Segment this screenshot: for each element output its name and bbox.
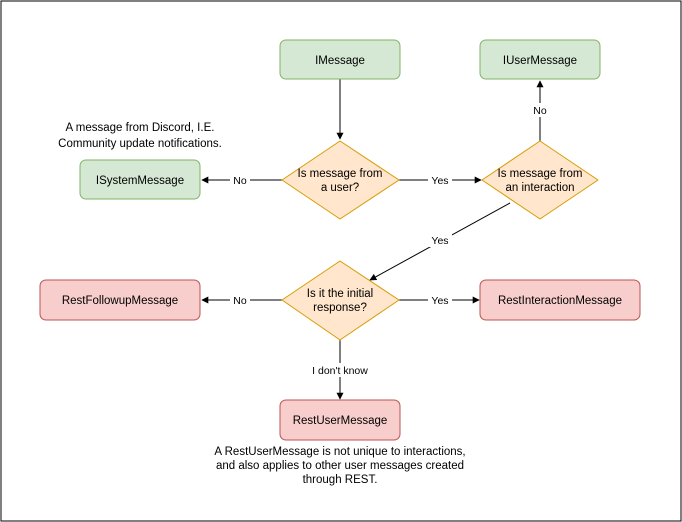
edge-label-initial-no: No xyxy=(233,295,247,307)
decision-from-user-line2: a user? xyxy=(321,182,359,194)
node-restfollowupmessage[interactable]: RestFollowupMessage xyxy=(39,279,201,321)
edge-label-user-yes: Yes xyxy=(431,175,448,187)
node-iusermessage-label: IUserMessage xyxy=(503,55,577,67)
edge-label-interaction-yes: Yes xyxy=(431,235,448,247)
edge-labels: No Yes No Yes No Yes I don't know xyxy=(230,103,550,377)
node-restinteractionmessage[interactable]: RestInteractionMessage xyxy=(479,279,641,321)
decision-initial-response-line1: Is it the initial xyxy=(307,288,373,300)
node-imessage-label: IMessage xyxy=(315,55,365,67)
edge-label-initial-unknown: I don't know xyxy=(312,365,368,377)
note-restuser-message-line2: and also applies to other user messages … xyxy=(216,460,464,472)
decision-from-interaction-line2: an interaction xyxy=(505,182,574,194)
edge-label-initial-yes: Yes xyxy=(431,295,448,307)
node-restinteractionmessage-label: RestInteractionMessage xyxy=(498,295,622,307)
node-restusermessage-label: RestUserMessage xyxy=(293,415,388,427)
node-iusermessage[interactable]: IUserMessage xyxy=(479,39,601,80)
decision-from-interaction-line1: Is message from xyxy=(498,168,583,180)
note-restuser-message-line3: through REST. xyxy=(303,474,378,486)
node-restusermessage[interactable]: RestUserMessage xyxy=(279,399,401,441)
decision-initial-response[interactable]: Is it the initial response? xyxy=(281,260,400,341)
note-restuser-message: A RestUserMessage is not unique to inter… xyxy=(214,446,465,486)
node-restfollowupmessage-label: RestFollowupMessage xyxy=(62,295,178,307)
node-imessage[interactable]: IMessage xyxy=(279,39,401,80)
note-restuser-message-line1: A RestUserMessage is not unique to inter… xyxy=(214,446,465,458)
edge-label-interaction-no: No xyxy=(533,105,547,117)
edge-label-user-no: No xyxy=(233,175,247,187)
decision-from-user[interactable]: Is message from a user? xyxy=(281,140,400,220)
note-system-message-line2: Community update notifications. xyxy=(58,138,222,150)
decision-from-interaction[interactable]: Is message from an interaction xyxy=(481,140,599,220)
note-system-message: A message from Discord, I.E. Community u… xyxy=(58,122,222,150)
node-isystemmessage[interactable]: ISystemMessage xyxy=(79,159,201,200)
note-system-message-line1: A message from Discord, I.E. xyxy=(66,122,215,134)
node-isystemmessage-label: ISystemMessage xyxy=(96,175,184,187)
decision-from-user-line1: Is message from xyxy=(298,168,383,180)
decision-initial-response-line2: response? xyxy=(313,302,367,314)
